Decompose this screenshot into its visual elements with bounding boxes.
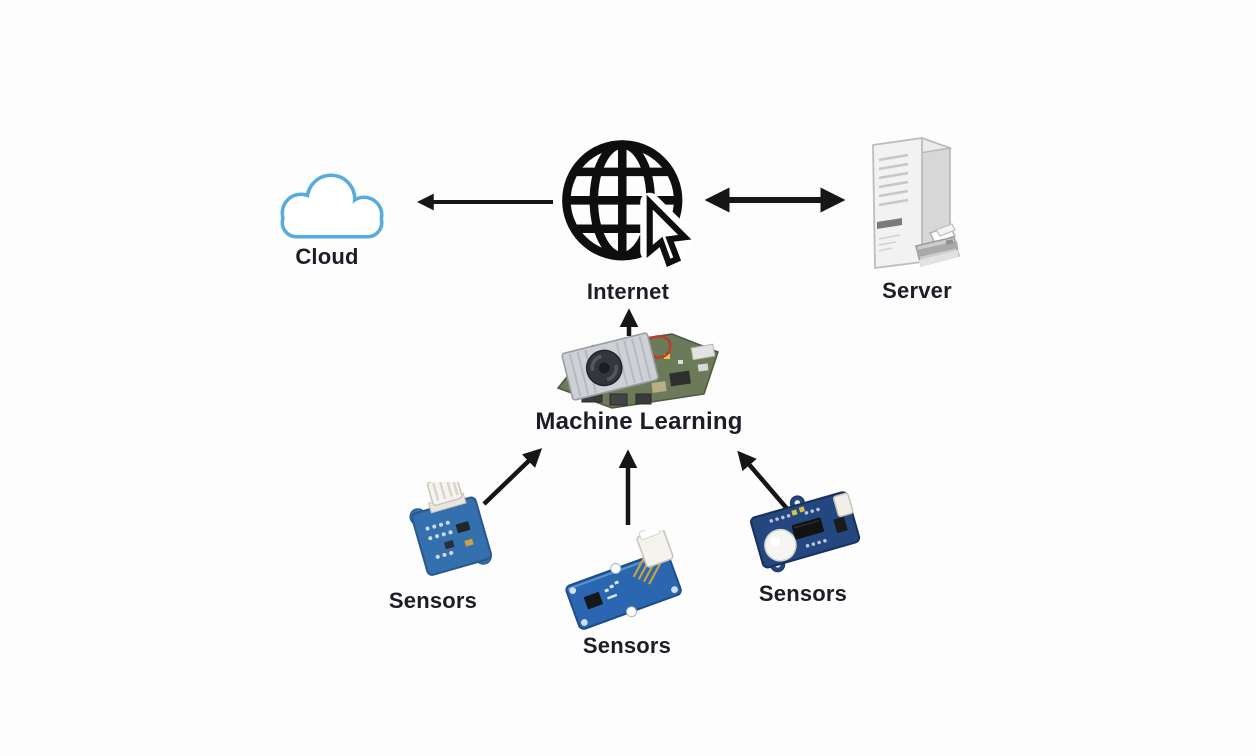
cursor-icon [640, 192, 695, 273]
server-tower-printer-icon [872, 136, 960, 270]
sensor-right-node [744, 476, 864, 576]
machine-learning-label: Machine Learning [535, 408, 743, 435]
grove-sensor-module-image [409, 482, 492, 576]
heatsink-fan [561, 332, 659, 401]
sensor-left-label: Sensors [388, 588, 478, 613]
edge-sensor-right-to-ml [737, 450, 791, 513]
sensor-center-label: Sensors [582, 633, 672, 658]
server-label: Server [882, 278, 952, 303]
cloud-node [270, 166, 394, 242]
cloud-icon [280, 173, 384, 239]
pir-sensor-module-image [750, 491, 861, 573]
sensor-left-node [402, 482, 502, 578]
edge-sensor-left-to-ml [482, 448, 543, 506]
printer-icon [915, 223, 960, 267]
sbc-board-image [556, 332, 719, 409]
internet-label: Internet [586, 279, 670, 304]
internet-node [556, 132, 698, 280]
machine-learning-node [552, 326, 724, 414]
sensor-right-label: Sensors [758, 581, 848, 606]
grove-sensor-module-image [565, 530, 682, 630]
globe-cursor-icon [562, 140, 695, 273]
sensor-center-node [556, 530, 696, 630]
server-node [862, 136, 966, 274]
cloud-label: Cloud [295, 244, 359, 269]
